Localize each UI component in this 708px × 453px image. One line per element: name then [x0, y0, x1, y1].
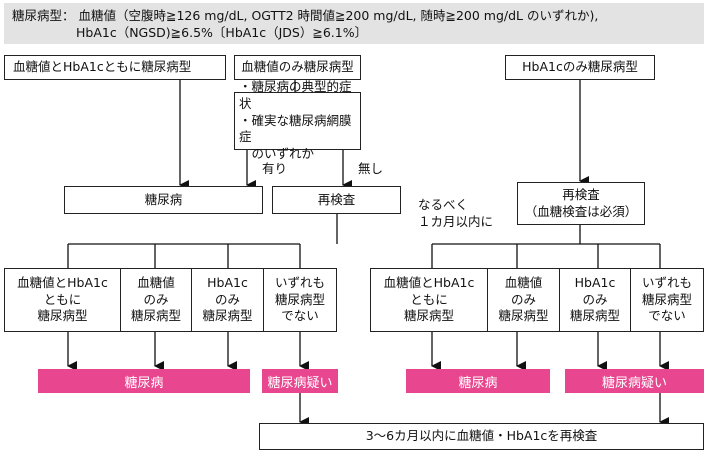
right-result-both: 血糖値とHbA1c ともに 糖尿病型 [370, 268, 488, 332]
retest-box: 再検査 [272, 186, 401, 214]
retest-glucose-required-box: 再検査 （血糖検査は必須） [517, 182, 645, 225]
right-suspected-outcome: 糖尿病疑い [565, 369, 704, 393]
final-retest-box: 3〜6カ月以内に血糖値・HbA1cを再検査 [259, 423, 704, 450]
glucose-only-box: 血糖値のみ糖尿病型 [234, 55, 361, 80]
right-result-hba1c-only: HbA1c のみ 糖尿病型 [559, 268, 631, 332]
left-diabetes-outcome: 糖尿病 [38, 369, 250, 393]
both-diabetic-type-box: 血糖値とHbA1cともに糖尿病型 [4, 55, 226, 80]
yes-label: 有り [262, 161, 288, 176]
hba1c-only-box: HbA1cのみ糖尿病型 [505, 55, 655, 80]
header-line-1: 糖尿病型： 血糖値（空腹時≧126 mg/dL, OGTT2 時間値≧200 m… [12, 8, 599, 23]
diagnostic-criteria-header: 糖尿病型： 血糖値（空腹時≧126 mg/dL, OGTT2 時間値≧200 m… [4, 3, 704, 44]
no-label: 無し [358, 161, 384, 176]
diabetes-diagnosis-box: 糖尿病 [64, 186, 263, 214]
header-line-2: HbA1c（NGSD)≧6.5%〔HbA1c（JDS）≧6.1%〕 [76, 25, 368, 40]
left-result-both: 血糖値とHbA1c ともに 糖尿病型 [4, 268, 121, 332]
within-one-month-label: なるべく １カ月以内に [418, 197, 494, 229]
left-result-neither: いずれも 糖尿病型 でない [263, 268, 337, 332]
left-result-glucose-only: 血糖値 のみ 糖尿病型 [120, 268, 192, 332]
right-result-neither: いずれも 糖尿病型 でない [630, 268, 704, 332]
right-result-glucose-only: 血糖値 のみ 糖尿病型 [487, 268, 560, 332]
right-diabetes-outcome: 糖尿病 [406, 369, 550, 393]
left-result-hba1c-only: HbA1c のみ 糖尿病型 [191, 268, 264, 332]
left-suspected-outcome: 糖尿病疑い [262, 369, 338, 393]
typical-symptoms-criteria-box: ・糖尿病の典型的症状 ・確実な糖尿病網膜症 のいずれか [234, 79, 361, 161]
